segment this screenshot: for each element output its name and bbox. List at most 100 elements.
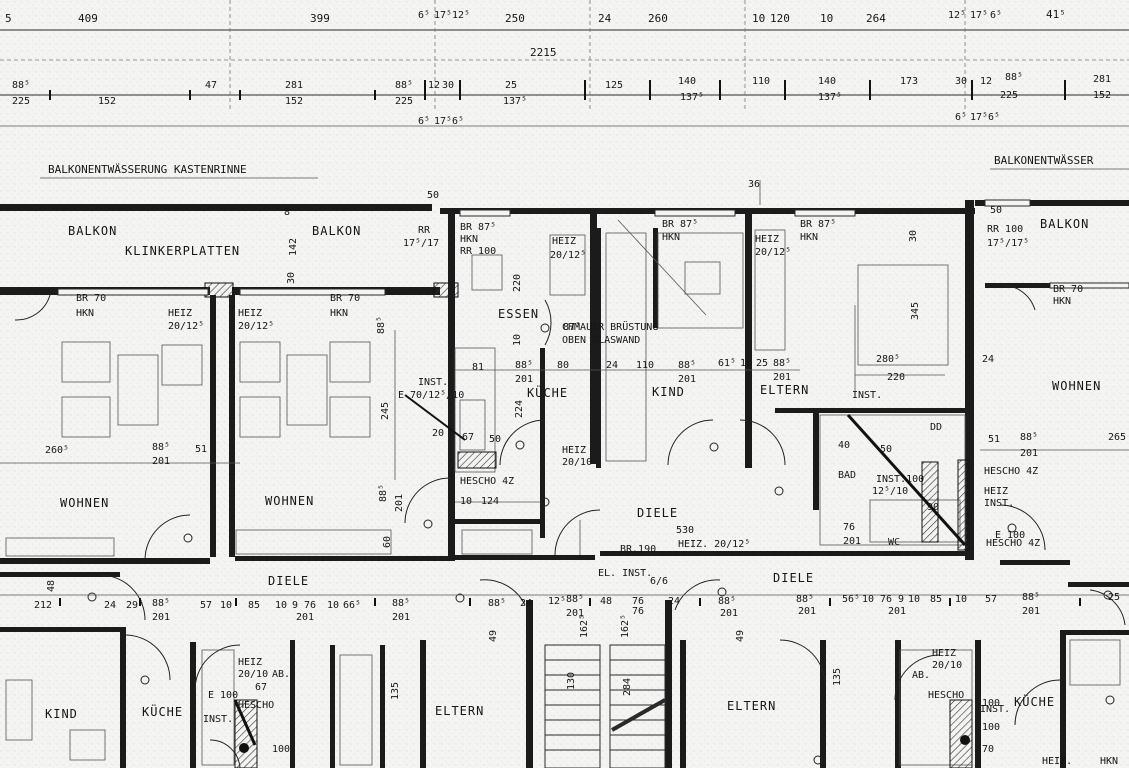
- anno-inst-a: INST.: [418, 377, 448, 388]
- dimb-r-2: 56⁵: [842, 594, 860, 605]
- drainage-label-right: BALKONENTWÄSSER: [994, 154, 1094, 167]
- dim-r2-10: 110: [752, 76, 770, 87]
- anno-el-inst-val: 6/6: [650, 576, 668, 587]
- dimb-rl-3: 201: [1022, 606, 1040, 617]
- diml-1625: 162⁵: [579, 614, 590, 638]
- anno-mauer-2: OBEN GLASWAND: [562, 335, 640, 346]
- dim-r2-1: 88⁵: [12, 80, 30, 91]
- room-diele-mid: DIELE: [637, 506, 678, 520]
- furniture-outlines: [5, 229, 1121, 766]
- dimb-ml-1: 201: [566, 608, 584, 619]
- anno-heiz-e-val: 20/10: [562, 457, 592, 468]
- dim-top-12: 10: [820, 12, 833, 25]
- dim-201-c: 201: [678, 374, 696, 385]
- room-wohnen-left: WOHNEN: [60, 496, 109, 510]
- dim-885-d: 88⁵: [678, 360, 696, 371]
- anno-inst-c: INST.: [984, 498, 1014, 509]
- room-wohnen-right: WOHNEN: [1052, 379, 1101, 393]
- dim-875: 87⁵: [563, 322, 581, 333]
- dimb-ll-3: 201: [392, 612, 410, 623]
- dim-30b: 30: [286, 272, 297, 284]
- door-hinges: [87, 323, 1115, 765]
- diml-100b: 100: [982, 698, 1000, 709]
- dimb-r-8: 10: [955, 594, 967, 605]
- anno-rr100-left: RR 100: [460, 246, 496, 257]
- dim-30c: 30: [908, 230, 919, 242]
- room-balkon-mid: BALKON: [312, 224, 361, 238]
- anno-heiz-d-val: 20/12⁵: [755, 247, 791, 258]
- dim-r2l-9: 152: [1093, 90, 1111, 101]
- dim-r2-14: 12: [980, 76, 992, 87]
- drainage-label-left: BALKONENTWÄSSERUNG KASTENRINNE: [48, 163, 247, 176]
- dim-885-a: 88⁵: [376, 316, 387, 334]
- anno-br70-b: BR 70: [330, 293, 360, 304]
- dim-r2-13: 30: [955, 76, 967, 87]
- dim-top-3: 399: [310, 12, 330, 25]
- dimb-m-7: 24: [668, 596, 680, 607]
- anno-heiz-i: HEIZ: [932, 648, 956, 659]
- annotations: BR 70 HKN BR 70 HKN HEIZ 20/12⁵ HEIZ 20/…: [76, 219, 1118, 767]
- dim-r2-2: 47: [205, 80, 217, 91]
- anno-hescho-r3: HESCHO: [928, 690, 964, 701]
- anno-dd: DD: [930, 422, 942, 433]
- window-marks: [57, 199, 1129, 296]
- anno-br190: BR.190: [620, 544, 656, 555]
- dim-r2-5: 12: [428, 80, 440, 91]
- dim-24b: 24: [982, 354, 994, 365]
- dim-80: 80: [557, 360, 569, 371]
- door-swings: [14, 284, 1126, 768]
- anno-heiz-a: HEIZ: [168, 308, 192, 319]
- dim-r2l-4: 225: [395, 96, 413, 107]
- anno-hkn-f: HKN: [1053, 296, 1071, 307]
- room-eltern: ELTERN: [760, 383, 809, 397]
- anno-hescho-r2: HESCHO 4Z: [986, 538, 1040, 549]
- dimb-r-5: 9: [898, 594, 904, 605]
- anno-e100: E 100: [995, 530, 1025, 541]
- anno-inst100: INST.100: [876, 474, 924, 485]
- dim-10c: 10: [460, 496, 472, 507]
- dim-40: 40: [838, 440, 850, 451]
- dim-142: 142: [288, 238, 299, 256]
- dimb-l-8: 10: [275, 600, 287, 611]
- dim-345: 345: [910, 302, 921, 320]
- dimb-r-7: 85: [930, 594, 942, 605]
- dimb-l-4: 88⁵: [152, 598, 170, 609]
- dim-r2l-5: 137⁵: [503, 96, 527, 107]
- dim-51b: 51: [988, 434, 1000, 445]
- dimb-m-3: 12⁵: [548, 596, 566, 607]
- dim-r2-12: 173: [900, 76, 918, 87]
- anno-hkn-d: HKN: [662, 232, 680, 243]
- dim-201-e: 201: [1020, 448, 1038, 459]
- anno-rr100-right: RR 100: [987, 224, 1023, 235]
- dimb-r-10: 88⁵: [1022, 592, 1040, 603]
- anno-e100-b: E 100: [208, 690, 238, 701]
- dimb-l-7: 85: [248, 600, 260, 611]
- dim-top-2: 409: [78, 12, 98, 25]
- dim-top-15: 17⁵: [970, 10, 988, 21]
- anno-rr: RR: [418, 225, 431, 236]
- dim-top-14: 12⁵: [948, 10, 966, 21]
- anno-heiz-j: HEIZ.: [1042, 756, 1072, 767]
- dimb-l-5: 57: [200, 600, 212, 611]
- diml-284: 284: [622, 678, 633, 696]
- dimb-r-11: 25: [1108, 592, 1120, 603]
- header-dimension-lines: [0, 0, 1129, 127]
- dim-r3-4: 6⁵: [955, 112, 967, 123]
- room-wc: WC: [888, 537, 900, 548]
- anno-br875-b: BR 87⁵: [662, 219, 698, 230]
- anno-hkn-g: HKN: [1100, 756, 1118, 767]
- dim-20: 20: [432, 428, 444, 439]
- dim-124: 124: [481, 496, 499, 507]
- diml-70: 70: [982, 744, 994, 755]
- anno-heiz-a-val: 20/12⁵: [168, 321, 204, 332]
- dim-r3-3: 6⁵: [452, 116, 464, 127]
- dim-50a: 50: [427, 190, 439, 201]
- diml-135a: 135: [390, 682, 401, 700]
- dim-201-a: 201: [152, 456, 170, 467]
- room-essen: ESSEN: [498, 307, 539, 321]
- diml-48: 48: [46, 580, 57, 592]
- diml-100c: 100: [982, 722, 1000, 733]
- dim-60: 60: [382, 536, 393, 548]
- dim-885-b: 88⁵: [152, 442, 170, 453]
- dimb-rl-2: 201: [888, 606, 906, 617]
